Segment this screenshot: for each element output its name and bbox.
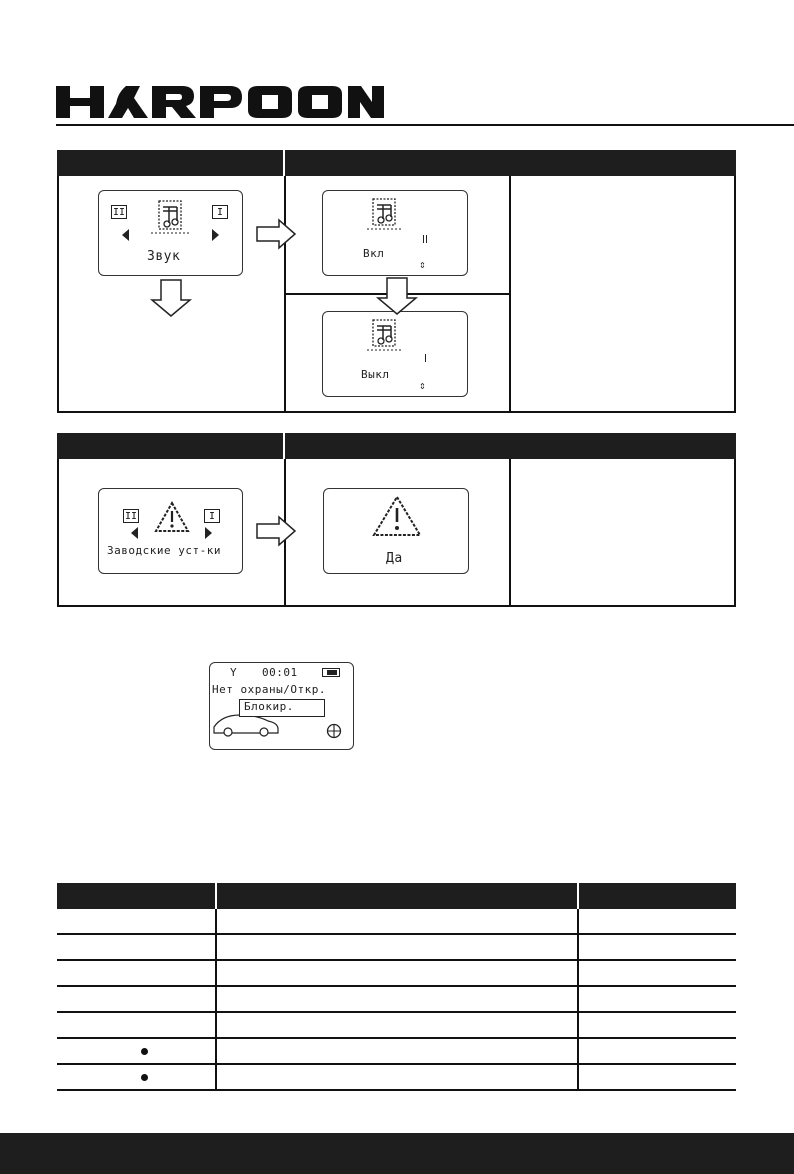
table-row [57, 1065, 736, 1091]
bottom-table-header [57, 883, 736, 909]
arrow-right-icon [205, 527, 212, 539]
footer-bar [0, 1133, 794, 1174]
warning-triangle-icon [372, 495, 422, 536]
table-row [57, 935, 736, 961]
panel1-header [57, 150, 736, 176]
lcd-label: Звук [147, 249, 181, 264]
lcd-factory-reset-menu: II I Заводские уст-ки [98, 488, 243, 574]
music-note-icon [151, 200, 191, 234]
key-1-icon: I [204, 509, 220, 523]
car-icon [213, 714, 279, 737]
arrow-right-icon [256, 515, 297, 547]
key-1-icon: I [212, 205, 228, 219]
panel2-col-divider-2 [509, 459, 511, 606]
lock-popup: Блокир. [239, 699, 325, 717]
level-indicator-icon [423, 235, 427, 243]
updown-icon: ⇕ [419, 258, 427, 271]
lcd-label: Да [386, 551, 403, 566]
lcd-sound-menu: II I Звук [98, 190, 243, 276]
lcd-label: Выкл [361, 368, 390, 381]
lcd-label: Заводские уст-ки [107, 544, 221, 557]
key-2-icon: II [111, 205, 127, 219]
arrow-right-icon [212, 229, 219, 241]
key-2-icon: II [123, 509, 139, 523]
warning-triangle-icon [154, 501, 190, 532]
lcd-label: Вкл [363, 247, 385, 260]
lcd-sound-off: Выкл ⇕ [322, 311, 468, 397]
panel1-col-divider-2 [509, 176, 511, 412]
table-row [57, 961, 736, 987]
bullet-icon [141, 1048, 148, 1055]
table-row [57, 1013, 736, 1039]
signal-icon: Y [230, 666, 238, 679]
arrow-right-icon [256, 218, 297, 250]
registered-mark: ® [374, 86, 383, 96]
battery-icon [322, 668, 340, 677]
harpoon-logo [56, 84, 386, 120]
panel1-body [57, 176, 736, 413]
music-note-icon [367, 319, 403, 351]
harpoon-logo-mark [56, 86, 384, 118]
panel2-header [57, 433, 736, 459]
globe-icon [326, 723, 342, 739]
panel2-body [57, 459, 736, 607]
updown-icon: ⇕ [419, 379, 427, 392]
arrow-left-icon [131, 527, 138, 539]
lcd-status-screen: Y 00:01 Нет охраны/Откр. Блокир. [209, 662, 354, 750]
table-row [57, 987, 736, 1013]
lcd-factory-reset-confirm: Да [323, 488, 469, 574]
table-row [57, 1039, 736, 1065]
popup-label: Блокир. [244, 700, 294, 713]
music-note-icon [367, 198, 403, 230]
level-indicator-icon [425, 354, 427, 362]
bullet-icon [141, 1074, 148, 1081]
header-rule [56, 124, 794, 126]
arrow-down-icon [375, 277, 419, 315]
arrow-down-icon [149, 279, 193, 317]
arrow-left-icon [122, 229, 129, 241]
lcd-sound-on: Вкл ⇕ [322, 190, 468, 276]
table-row [57, 909, 736, 935]
clock-time: 00:01 [262, 666, 298, 679]
security-status: Нет охраны/Откр. [212, 683, 326, 696]
